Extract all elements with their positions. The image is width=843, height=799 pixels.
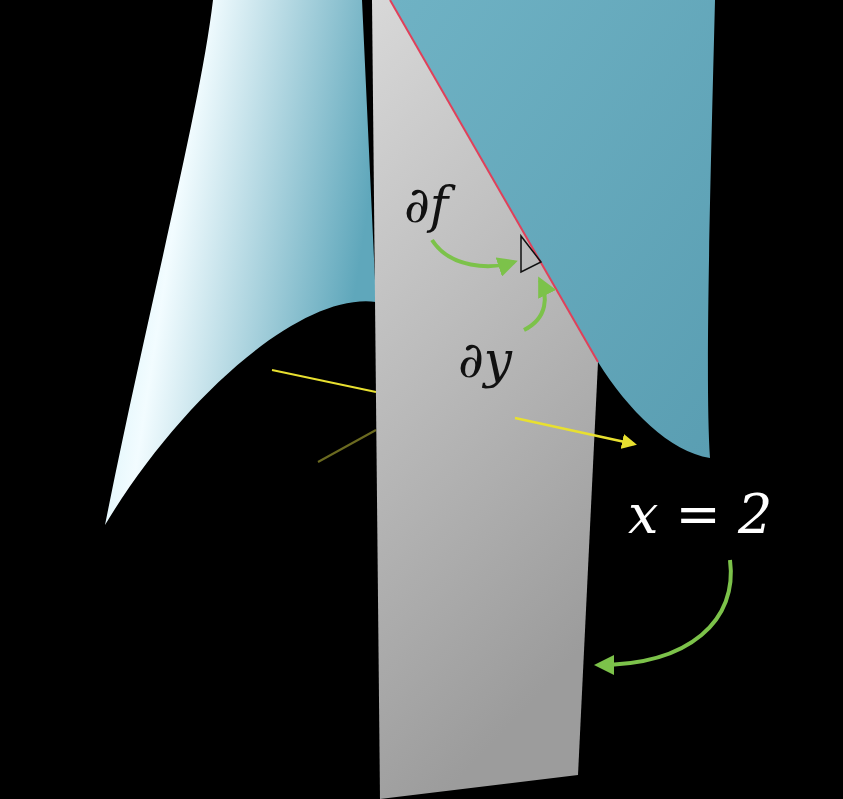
math-label: ∂f (404, 180, 448, 230)
leader-arrow (598, 560, 731, 665)
z-axis (318, 430, 376, 462)
slope-triangle (521, 236, 541, 272)
y-axis (515, 418, 634, 444)
x-axis (272, 370, 376, 392)
surface-right (390, 0, 715, 458)
math-label: x = 2 (628, 488, 772, 542)
intersection-curve (390, 0, 598, 362)
math-label: ∂y (458, 335, 512, 385)
leader-arrow (432, 240, 514, 266)
surface-left (105, 0, 376, 525)
leader-arrow (524, 280, 545, 330)
